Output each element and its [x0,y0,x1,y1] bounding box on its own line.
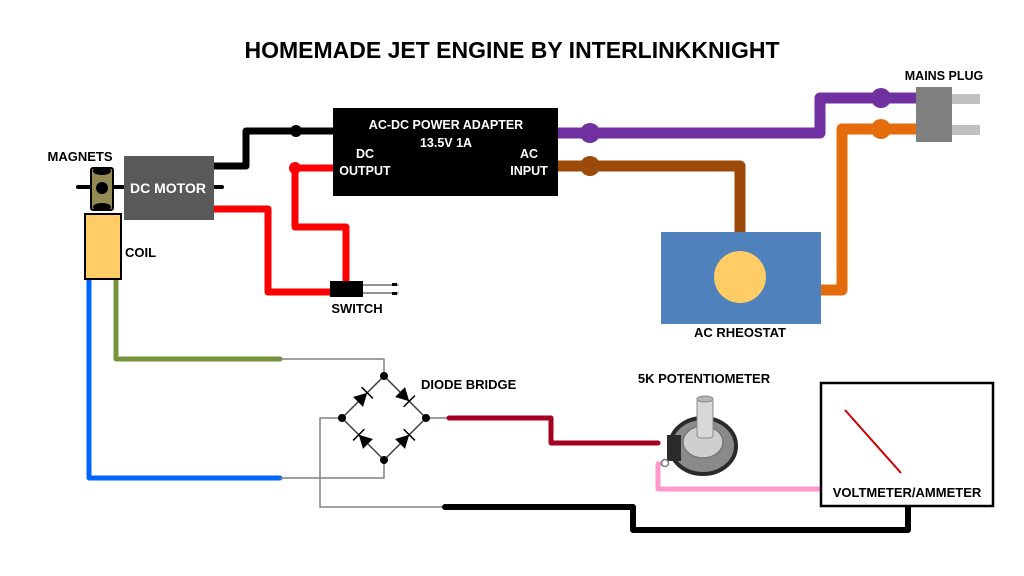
magnets: MAGNETS [48,149,114,211]
rheostat-knob [714,251,766,303]
diode-bridge-label: DIODE BRIDGE [421,377,517,392]
junction-purple-plug [871,88,891,108]
wire-thin-bottom [279,459,385,479]
diode-bottom-left [352,428,373,449]
plug-prong-bottom [950,125,980,135]
switch-contact-bottom [392,292,397,295]
wire-black-return [442,503,911,533]
wire-motor-red [210,205,337,296]
wire-brown [552,160,746,240]
wire-motor-black [210,127,337,170]
magnets-label: MAGNETS [48,149,113,164]
adapter-dc-label-2: OUTPUT [339,164,391,178]
wire-thin-top [279,358,385,377]
pot-shaft [696,397,714,439]
adapter-body [333,108,558,196]
pot-terminal [667,435,681,461]
meter-label: VOLTMETER/AMMETER [833,485,982,500]
dc-motor: DC MOTOR [124,156,214,220]
adapter-title: AC-DC POWER ADAPTER [369,118,523,132]
mains-plug: MAINS PLUG [905,69,983,142]
diagram-title: HOMEMADE JET ENGINE BY INTERLINKKNIGHT [245,37,780,63]
junction-black [290,125,302,137]
meter-body [819,381,995,508]
switch-body [330,281,363,297]
wire-olive [113,277,283,362]
plug-body [916,87,952,142]
coil: COIL [84,213,156,280]
ac-rheostat: AC RHEOSTAT [661,232,821,340]
bridge-node-left [338,414,346,422]
junction-red [289,162,301,174]
adapter-ac-label-2: INPUT [510,164,548,178]
diode-top-left [353,386,374,407]
bridge-node-right [422,414,430,422]
magnet-top-pole [93,167,111,175]
pot-lug [660,458,670,468]
junctions [289,88,891,176]
diode-bottom-right [395,428,416,449]
coil-body [84,213,122,280]
adapter-dc-label-1: DC [356,147,374,161]
junction-brown-adapter [580,156,600,176]
ac-dc-adapter: AC-DC POWER ADAPTER 13.5V 1A DC OUTPUT A… [333,108,558,196]
adapter-rating: 13.5V 1A [420,136,472,150]
magnet-bottom-pole [93,203,111,211]
wire-dc-output-red [291,164,350,288]
magnet-shaft [96,182,108,194]
junction-purple-adapter [580,123,600,143]
wire-pink [655,461,825,492]
voltmeter-ammeter: VOLTMETER/AMMETER [819,381,995,508]
potentiometer: 5K POTENTIOMETER [638,371,771,476]
dc-motor-body [124,156,214,220]
wire-blue [86,277,283,481]
bridge-outline [340,374,428,462]
dc-motor-label: DC MOTOR [130,180,206,196]
bridge-node-top [380,372,388,380]
mains-plug-label: MAINS PLUG [905,69,983,83]
rheostat-label: AC RHEOSTAT [694,325,786,340]
wire-orange [814,123,924,296]
switch-contact-top [392,283,397,286]
wire-maroon [446,415,661,446]
switch: SWITCH [330,281,397,316]
potentiometer-label: 5K POTENTIOMETER [638,371,771,386]
wire-purple [552,92,924,139]
adapter-ac-label-1: AC [520,147,538,161]
coil-label: COIL [125,245,156,260]
junction-orange-plug [871,119,891,139]
wire-thin-left [319,417,446,508]
diode-bridge: DIODE BRIDGE [338,372,517,464]
meter-needle [844,409,902,474]
pot-shaft-top [696,395,714,403]
bridge-node-bottom [380,456,388,464]
diode-top-right [395,387,416,408]
plug-prong-top [950,94,980,104]
switch-label: SWITCH [331,301,382,316]
